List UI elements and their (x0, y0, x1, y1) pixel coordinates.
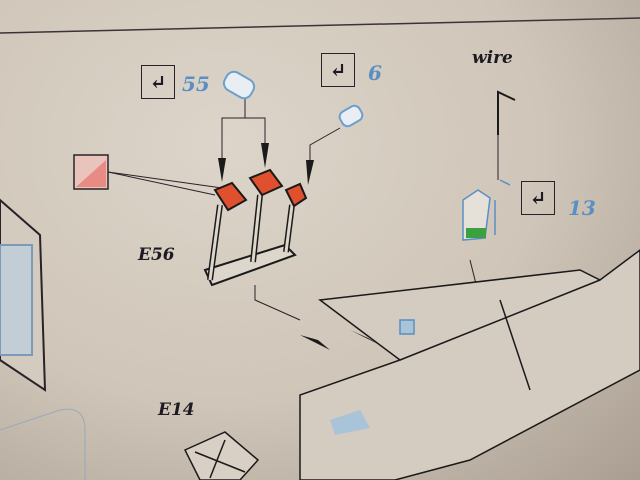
fold-step-box: ↵ (521, 181, 555, 215)
wire-part (497, 90, 516, 135)
fold-arrow-icon: ↵ (329, 58, 347, 82)
part-label-e14: E14 (158, 400, 195, 420)
fold-arrow-icon: ↵ (529, 186, 547, 210)
pedal-assembly-e56 (203, 168, 308, 287)
top-border-line (0, 17, 640, 34)
step-number: 6 (368, 61, 382, 85)
step-number: 55 (182, 72, 210, 96)
left-partial-assembly (0, 198, 86, 480)
fold-step-box: ↵ (321, 53, 355, 87)
part-label-e56: E56 (138, 245, 175, 265)
wire-label: wire (472, 48, 513, 68)
fold-step-box: ↵ (141, 65, 175, 99)
floor-assembly (183, 249, 640, 480)
fold-arrow-icon: ↵ (149, 70, 167, 94)
step-number: 13 (568, 196, 596, 220)
color-swatch-fill (76, 160, 106, 187)
bracket-part (462, 179, 511, 241)
etched-pedal-icon (222, 70, 364, 128)
